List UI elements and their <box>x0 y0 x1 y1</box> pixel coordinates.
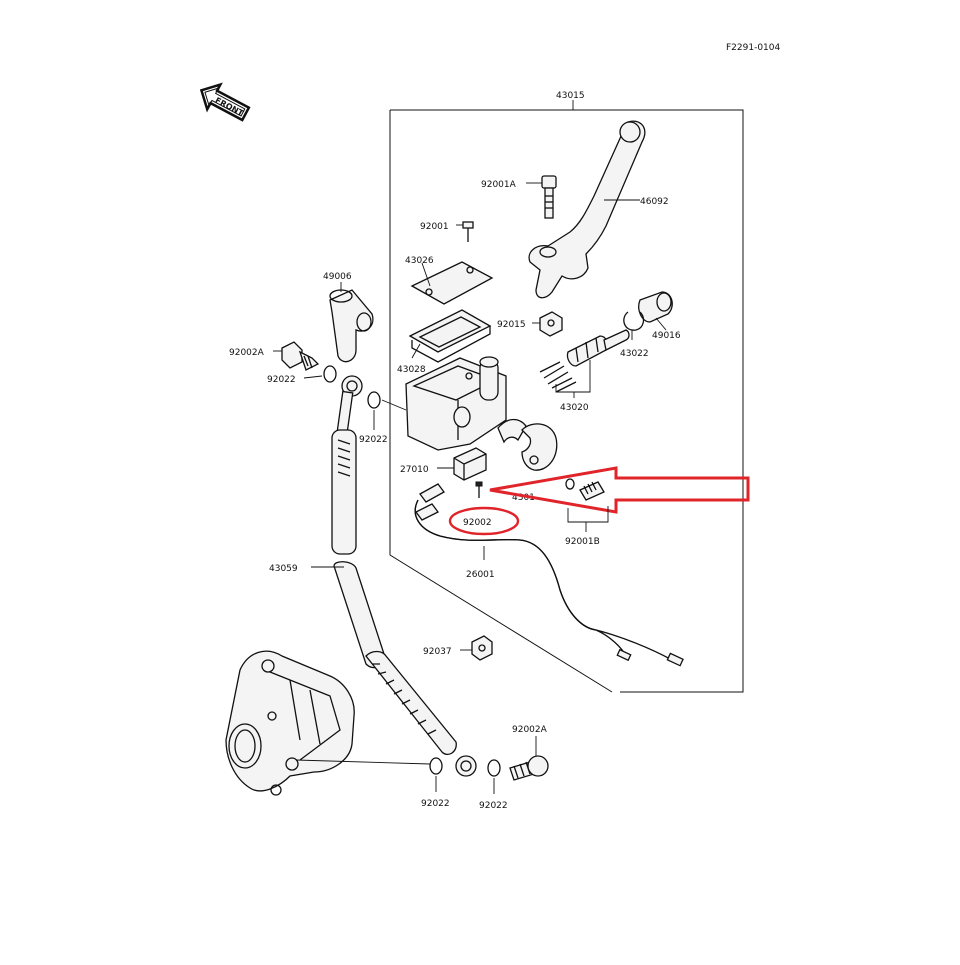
label-43020: 43020 <box>560 403 589 413</box>
label-92022-a: 92022 <box>267 375 296 385</box>
label-92015: 92015 <box>497 320 526 330</box>
label-92022-d: 92022 <box>479 801 508 811</box>
brake-light-switch <box>453 447 487 481</box>
highlight-arrow-icon <box>489 466 750 514</box>
hose-fitting-cap <box>329 289 374 363</box>
diaphragm <box>408 309 492 363</box>
piston-assembly <box>539 329 630 393</box>
label-92001: 92001 <box>420 222 449 232</box>
label-43022: 43022 <box>620 349 649 359</box>
label-92002-highlight: 92002 <box>463 518 492 528</box>
highlight-ellipse <box>448 506 520 536</box>
banjo-bolt-bottom <box>509 755 549 781</box>
label-92022-b: 92022 <box>359 435 388 445</box>
cap-screw <box>462 221 474 242</box>
label-92022-c: 92022 <box>421 799 450 809</box>
washer-upper-right <box>367 391 381 409</box>
brake-lever <box>528 120 646 299</box>
brake-caliper <box>225 650 355 796</box>
circlip <box>623 311 645 331</box>
label-49006: 49006 <box>323 272 352 282</box>
label-92037: 92037 <box>423 647 452 657</box>
master-cylinder-body <box>405 356 507 451</box>
label-43059: 43059 <box>269 564 298 574</box>
front-arrow-icon: FRONT <box>199 82 251 122</box>
washer-lower-right <box>487 759 501 777</box>
switch-screw <box>475 481 483 498</box>
label-92001A: 92001A <box>481 180 517 190</box>
label-92002A-bottom: 92002A <box>512 725 548 735</box>
assembly-frame <box>390 109 744 693</box>
label-43026: 43026 <box>405 256 434 266</box>
pivot-bolt <box>541 175 557 219</box>
label-43015: 43015 <box>556 91 585 101</box>
clamp-bolt <box>565 478 605 501</box>
label-43028: 43028 <box>397 365 426 375</box>
label-92001B: 92001B <box>565 537 600 547</box>
washer-upper-left <box>323 365 337 383</box>
switch-wire-harness <box>414 483 684 667</box>
brake-hose <box>331 375 477 777</box>
reservoir-cap <box>410 261 494 305</box>
switch-nut <box>471 635 493 661</box>
label-27010: 27010 <box>400 465 429 475</box>
banjo-bolt-top <box>281 341 320 371</box>
dust-boot <box>638 291 673 323</box>
handlebar-clamp <box>497 418 558 471</box>
washer-lower-left <box>429 757 443 775</box>
label-46092: 46092 <box>640 197 669 207</box>
pivot-nut <box>539 311 563 337</box>
diagram-code: F2291-0104 <box>726 43 781 53</box>
label-26001: 26001 <box>466 570 495 580</box>
label-4301x: 4301 <box>512 493 535 503</box>
label-92002A-top: 92002A <box>229 348 265 358</box>
label-49016: 49016 <box>652 331 681 341</box>
